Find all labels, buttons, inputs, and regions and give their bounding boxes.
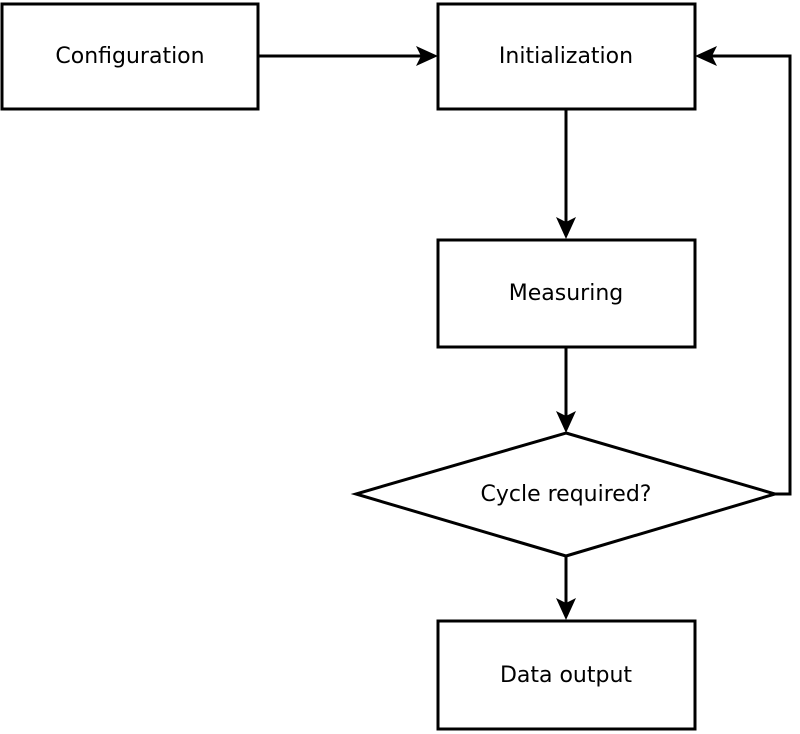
arrow-head-icon: [416, 46, 438, 66]
edge-initialization-measuring: [556, 110, 576, 239]
node-shape-rectangle: [0, 2, 260, 111]
node-label-measuring: Measuring: [509, 281, 623, 306]
node-shape-rectangle: [436, 2, 697, 111]
edge-cycle-initialization: [695, 46, 792, 496]
node-configuration[interactable]: Configuration: [0, 2, 260, 111]
node-shape-diamond: [350, 431, 781, 558]
node-label-initialization: Initialization: [499, 44, 633, 69]
edge-cycle-data-output: [556, 557, 576, 620]
arrow-head-icon: [695, 46, 717, 66]
edge-configuration-initialization: [258, 46, 438, 66]
node-shape-rectangle: [436, 619, 697, 731]
node-measuring[interactable]: Measuring: [436, 238, 697, 349]
node-initialization[interactable]: Initialization: [436, 2, 697, 111]
node-cycle-required[interactable]: Cycle required?: [350, 431, 781, 558]
node-shape-rectangle: [436, 238, 697, 349]
node-label-configuration: Configuration: [55, 44, 204, 69]
node-label-cycle-required: Cycle required?: [481, 482, 652, 507]
edge-measuring-cycle: [556, 348, 576, 433]
node-data-output[interactable]: Data output: [436, 619, 697, 731]
edge-line: [706, 54, 792, 496]
node-label-data-output: Data output: [500, 663, 632, 688]
arrow-head-icon: [556, 217, 576, 239]
arrow-head-icon: [556, 411, 576, 433]
arrow-head-icon: [556, 598, 576, 620]
